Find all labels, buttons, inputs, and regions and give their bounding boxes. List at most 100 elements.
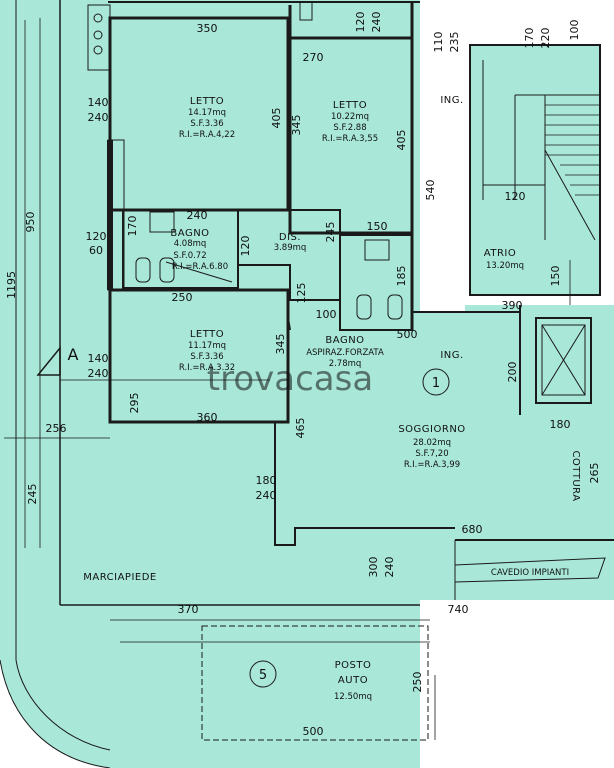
posto-area: 12.50mq (334, 692, 372, 702)
dim-256: 256 (46, 422, 67, 435)
letto3-sf: S.F.3.36 (190, 352, 223, 362)
dim-125: 125 (295, 283, 308, 304)
dim-60: 60 (89, 244, 103, 257)
dim-200: 200 (506, 362, 519, 383)
letto3-area: 11.17mq (188, 341, 226, 351)
dim-245a: 245 (324, 222, 337, 243)
dim-100b: 100 (316, 308, 337, 321)
dim-240b: 240 (88, 111, 109, 124)
ing-label-2: ING. (440, 350, 463, 361)
atrio-area: 13.20mq (486, 261, 524, 271)
dis-area: 3.89mq (274, 243, 307, 253)
plan-labels: ING. ING. COTTURA MARCIAPIEDE CAVEDIO IM… (68, 95, 581, 683)
dim-740: 740 (448, 603, 469, 616)
soggiorno-ri: R.I.=R.A.3,99 (404, 460, 460, 470)
soggiorno-area: 28.02mq (413, 438, 451, 448)
dim-240d: 240 (88, 367, 109, 380)
dim-500b: 500 (303, 725, 324, 738)
dim-250a: 250 (172, 291, 193, 304)
dim-250b: 250 (411, 672, 424, 693)
dim-100a: 100 (568, 20, 581, 41)
dim-300: 300 (367, 557, 380, 578)
dim-240a: 240 (370, 12, 383, 33)
soggiorno-sf: S.F.7,20 (415, 449, 448, 459)
room-number-5: 5 (259, 668, 267, 683)
posto-name1: POSTO (335, 660, 372, 671)
bagno1-sf: S.F.0.72 (173, 251, 206, 261)
dim-680: 680 (462, 523, 483, 536)
dim-180b: 180 (256, 474, 277, 487)
dim-345b: 345 (274, 334, 287, 355)
dim-240f: 240 (383, 557, 396, 578)
room-number-1: 1 (432, 376, 440, 391)
ing-label-1: ING. (440, 95, 463, 106)
letto3-ri: R.I.=R.A.3.32 (179, 363, 235, 373)
dim-110: 110 (432, 32, 445, 53)
dim-240e: 240 (256, 489, 277, 502)
dim-220: 220 (539, 28, 552, 49)
dim-120d: 120 (505, 190, 526, 203)
dim-170: 170 (523, 28, 536, 49)
dim-500a: 500 (397, 328, 418, 341)
atrio-name: ATRIO (484, 248, 516, 259)
dim-540: 540 (424, 180, 437, 201)
letto1-area: 14.17mq (188, 108, 226, 118)
dim-140a: 140 (88, 96, 109, 109)
dim-1195: 1195 (5, 271, 18, 299)
room-labels: LETTO 14.17mq S.F.3.36 R.I.=R.A.4,22 LET… (170, 96, 524, 702)
posto-name2: AUTO (338, 675, 368, 686)
bagno2-sub: ASPIRAZ.FORZATA (306, 348, 384, 358)
dim-270: 270 (303, 51, 324, 64)
letto2-ri: R.I.=R.A.3,55 (322, 134, 378, 144)
bagno1-ri: R.I.=R.A.6.80 (172, 262, 228, 272)
dim-180a: 180 (550, 418, 571, 431)
dim-150a: 150 (367, 220, 388, 233)
dim-120a: 120 (354, 12, 367, 33)
dim-390: 390 (502, 299, 523, 312)
dim-240c: 240 (187, 209, 208, 222)
dim-185: 185 (395, 266, 408, 287)
dim-170b: 170 (126, 216, 139, 237)
letto1-ri: R.I.=R.A.4,22 (179, 130, 235, 140)
letto2-area: 10.22mq (331, 112, 369, 122)
letto2-name: LETTO (333, 100, 367, 111)
dim-120b: 120 (86, 230, 107, 243)
dim-370: 370 (178, 603, 199, 616)
letto2-sf: S.F.2.88 (333, 123, 366, 133)
dim-265: 265 (588, 463, 601, 484)
dimensions: 350 120 240 270 110 235 170 220 100 140 … (5, 12, 601, 739)
dim-350: 350 (197, 22, 218, 35)
letto1-name: LETTO (190, 96, 224, 107)
letto1-sf: S.F.3.36 (190, 119, 223, 129)
bagno2-name: BAGNO (325, 335, 364, 346)
dim-360: 360 (197, 411, 218, 424)
bagno1-area: 4.08mq (174, 239, 207, 249)
marciapiede-label: MARCIAPIEDE (83, 572, 157, 583)
section-label: A (68, 345, 79, 364)
dim-345a: 345 (290, 115, 303, 136)
fixtures (93, 13, 403, 320)
dim-235: 235 (448, 32, 461, 53)
bagno1-name: BAGNO (170, 228, 209, 239)
dis-name: DIS. (279, 232, 301, 243)
dim-295: 295 (128, 393, 141, 414)
dim-150b: 150 (549, 266, 562, 287)
dim-140b: 140 (88, 352, 109, 365)
letto3-name: LETTO (190, 329, 224, 340)
dim-950: 950 (24, 212, 37, 233)
atrio-area (470, 45, 600, 295)
soggiorno-name: SOGGIORNO (398, 424, 465, 435)
dim-245b: 245 (26, 484, 39, 505)
dim-120c: 120 (239, 236, 252, 257)
dim-465: 465 (294, 418, 307, 439)
cavedio-label: CAVEDIO IMPIANTI (491, 568, 569, 578)
dim-405b: 405 (395, 130, 408, 151)
dim-405a: 405 (270, 108, 283, 129)
watermark: trovacasa (207, 359, 373, 399)
cottura-label: COTTURA (570, 450, 581, 501)
